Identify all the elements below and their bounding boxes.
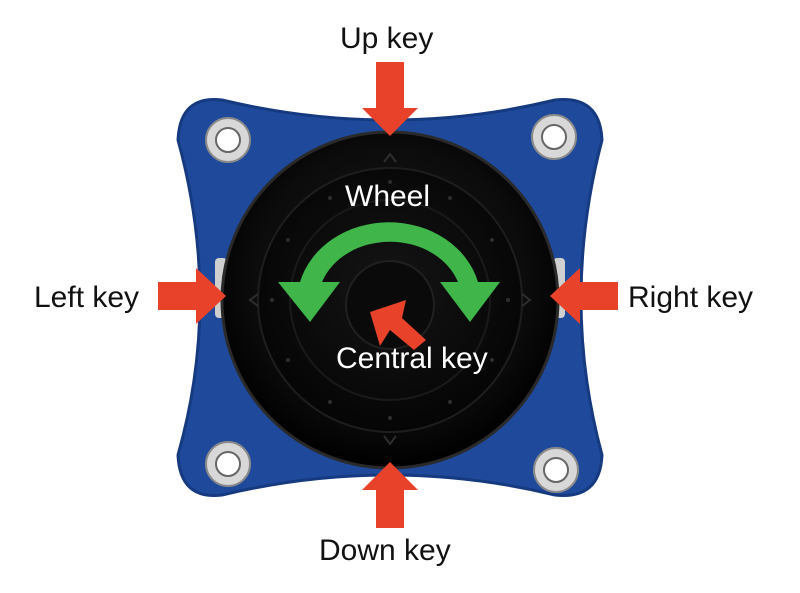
right-key-label: Right key — [628, 281, 754, 314]
mount-hole-icon — [205, 441, 251, 487]
left-key-label: Left key — [34, 281, 140, 314]
down-key-label: Down key — [319, 534, 451, 567]
wheel-dots — [270, 180, 510, 420]
up-key-arrow — [362, 62, 418, 136]
central-key-label: Central key — [336, 342, 488, 375]
down-key-arrow — [362, 462, 418, 528]
right-key-arrow — [550, 268, 618, 324]
central-key — [345, 260, 435, 350]
mount-hole-icon — [533, 447, 579, 493]
left-key-arrow — [158, 268, 226, 324]
mount-hole-icon — [531, 114, 577, 160]
central-key-arrow — [370, 300, 426, 350]
wheel-label: Wheel — [345, 180, 431, 213]
mount-hole-icon — [205, 117, 251, 163]
wheel-arrow — [278, 222, 500, 322]
chevron-icon — [248, 152, 532, 446]
up-key-label: Up key — [340, 22, 434, 55]
